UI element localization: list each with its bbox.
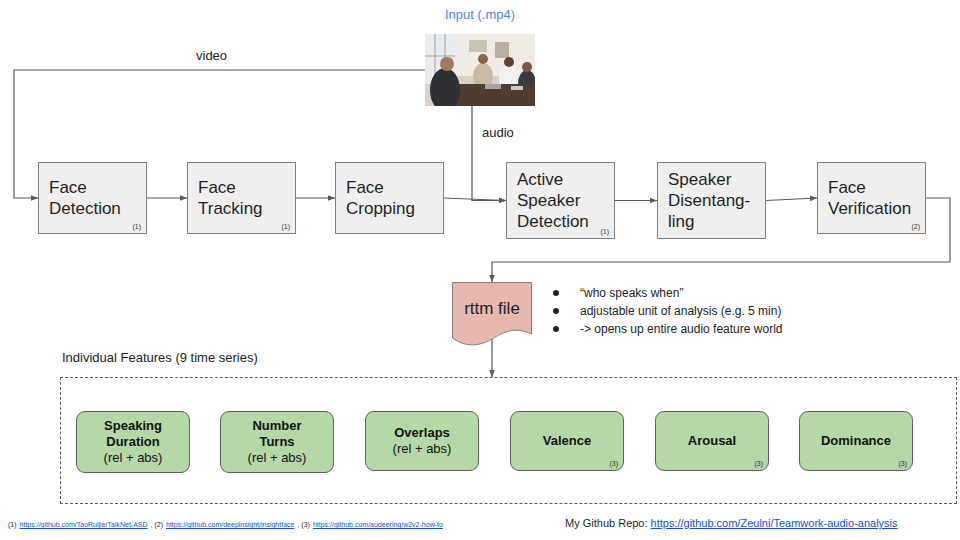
process-label: Face Verification xyxy=(828,177,915,219)
feature-box: Overlaps(rel + abs) xyxy=(365,411,479,471)
callout-number: (3) xyxy=(754,460,763,468)
callout-number: (3) xyxy=(609,460,618,468)
callout-number: (1) xyxy=(600,228,609,236)
document-outline-path xyxy=(453,283,532,345)
connector-arrow xyxy=(491,339,492,377)
feature-box: Speaking Duration(rel + abs) xyxy=(76,411,190,473)
callout-number: (1) xyxy=(281,223,290,231)
process-box: Face Detection (1) xyxy=(38,162,147,234)
feature-text: Valence xyxy=(525,433,609,449)
feature-text: Number Turns(rel + abs) xyxy=(235,418,319,466)
connector-arrow xyxy=(472,106,506,201)
bullet-dot xyxy=(553,290,559,296)
process-box: Speaker Disentang- ling xyxy=(657,162,766,239)
feature-group: Individual Features (9 time series)Speak… xyxy=(60,377,957,504)
feature-text: Dominance xyxy=(814,433,898,449)
process-label: Face Cropping xyxy=(346,177,433,219)
callout-number: (1) xyxy=(132,223,141,231)
reference-link: https://github.com/deepinsight/insightfa… xyxy=(166,520,294,530)
callout-number: (3) xyxy=(898,460,907,468)
feature-text: Overlaps(rel + abs) xyxy=(380,425,464,457)
feature-box: Dominance (3) xyxy=(799,411,913,471)
bullet-dot xyxy=(553,308,559,314)
repo-row: My Github Repo:https://github.com/Zeulni… xyxy=(565,516,901,530)
note-text: “who speaks when” xyxy=(580,285,683,301)
reference-link: https://github.com/Zeulni/Teamwork-audio… xyxy=(651,516,898,530)
feature-detail: (rel + abs) xyxy=(235,450,319,466)
feature-box: Valence (3) xyxy=(510,411,624,471)
group-heading: Individual Features (9 time series) xyxy=(62,349,258,367)
bullet-dot xyxy=(553,326,559,332)
reference-link: https://github.com/TaoRuijie/TalkNet-ASD xyxy=(20,520,148,530)
process-label: Speaker Disentang- ling xyxy=(668,169,755,232)
connector-arrow xyxy=(296,197,335,198)
reference-text: (1) xyxy=(8,520,17,530)
edge-label: video xyxy=(194,48,229,64)
feature-text: Speaking Duration(rel + abs) xyxy=(91,418,175,466)
reference-text: , (3) xyxy=(297,520,309,530)
meeting-photo xyxy=(425,34,535,106)
feature-detail: (rel + abs) xyxy=(380,441,464,457)
edge-label: audio xyxy=(480,125,516,141)
document-shape: rttm file xyxy=(452,282,532,340)
callout-number: (2) xyxy=(911,223,920,231)
feature-title: Arousal xyxy=(670,433,754,449)
note-text: -> opens up entire audio feature world xyxy=(580,321,782,337)
feature-title: Speaking Duration xyxy=(91,418,175,450)
process-box: Face Cropping xyxy=(335,162,444,234)
document-label: rttm file xyxy=(464,298,520,319)
reference-text: My Github Repo: xyxy=(565,516,648,530)
input-title: Input (.mp4) xyxy=(425,5,535,25)
feature-title: Number Turns xyxy=(235,418,319,450)
connector-arrow xyxy=(615,200,657,201)
process-box: Active Speaker Detection(1) xyxy=(506,162,615,239)
reference-text: , (2) xyxy=(151,520,163,530)
connector-arrow xyxy=(147,197,187,198)
feature-title: Dominance xyxy=(814,433,898,449)
feature-title: Valence xyxy=(525,433,609,449)
connector-arrow xyxy=(766,198,817,201)
input-video: Input (.mp4) xyxy=(425,5,535,106)
feature-box: Arousal (3) xyxy=(655,411,769,471)
process-label: Face Tracking xyxy=(198,177,285,219)
note-text: adjustable unit of analysis (e.g. 5 min) xyxy=(580,303,781,319)
footnote-row: (1)https://github.com/TaoRuijie/TalkNet-… xyxy=(8,520,446,530)
process-box: Face Verification (2) xyxy=(817,162,926,234)
reference-link: https://github.com/audeering/w2v2-how-to xyxy=(313,520,443,530)
process-box: Face Tracking (1) xyxy=(187,162,296,234)
process-label: Active Speaker Detection xyxy=(517,169,604,232)
feature-box: Number Turns(rel + abs) xyxy=(220,411,334,473)
process-label: Face Detection xyxy=(49,177,136,219)
feature-text: Arousal xyxy=(670,433,754,449)
feature-title: Overlaps xyxy=(380,425,464,441)
feature-detail: (rel + abs) xyxy=(91,450,175,466)
